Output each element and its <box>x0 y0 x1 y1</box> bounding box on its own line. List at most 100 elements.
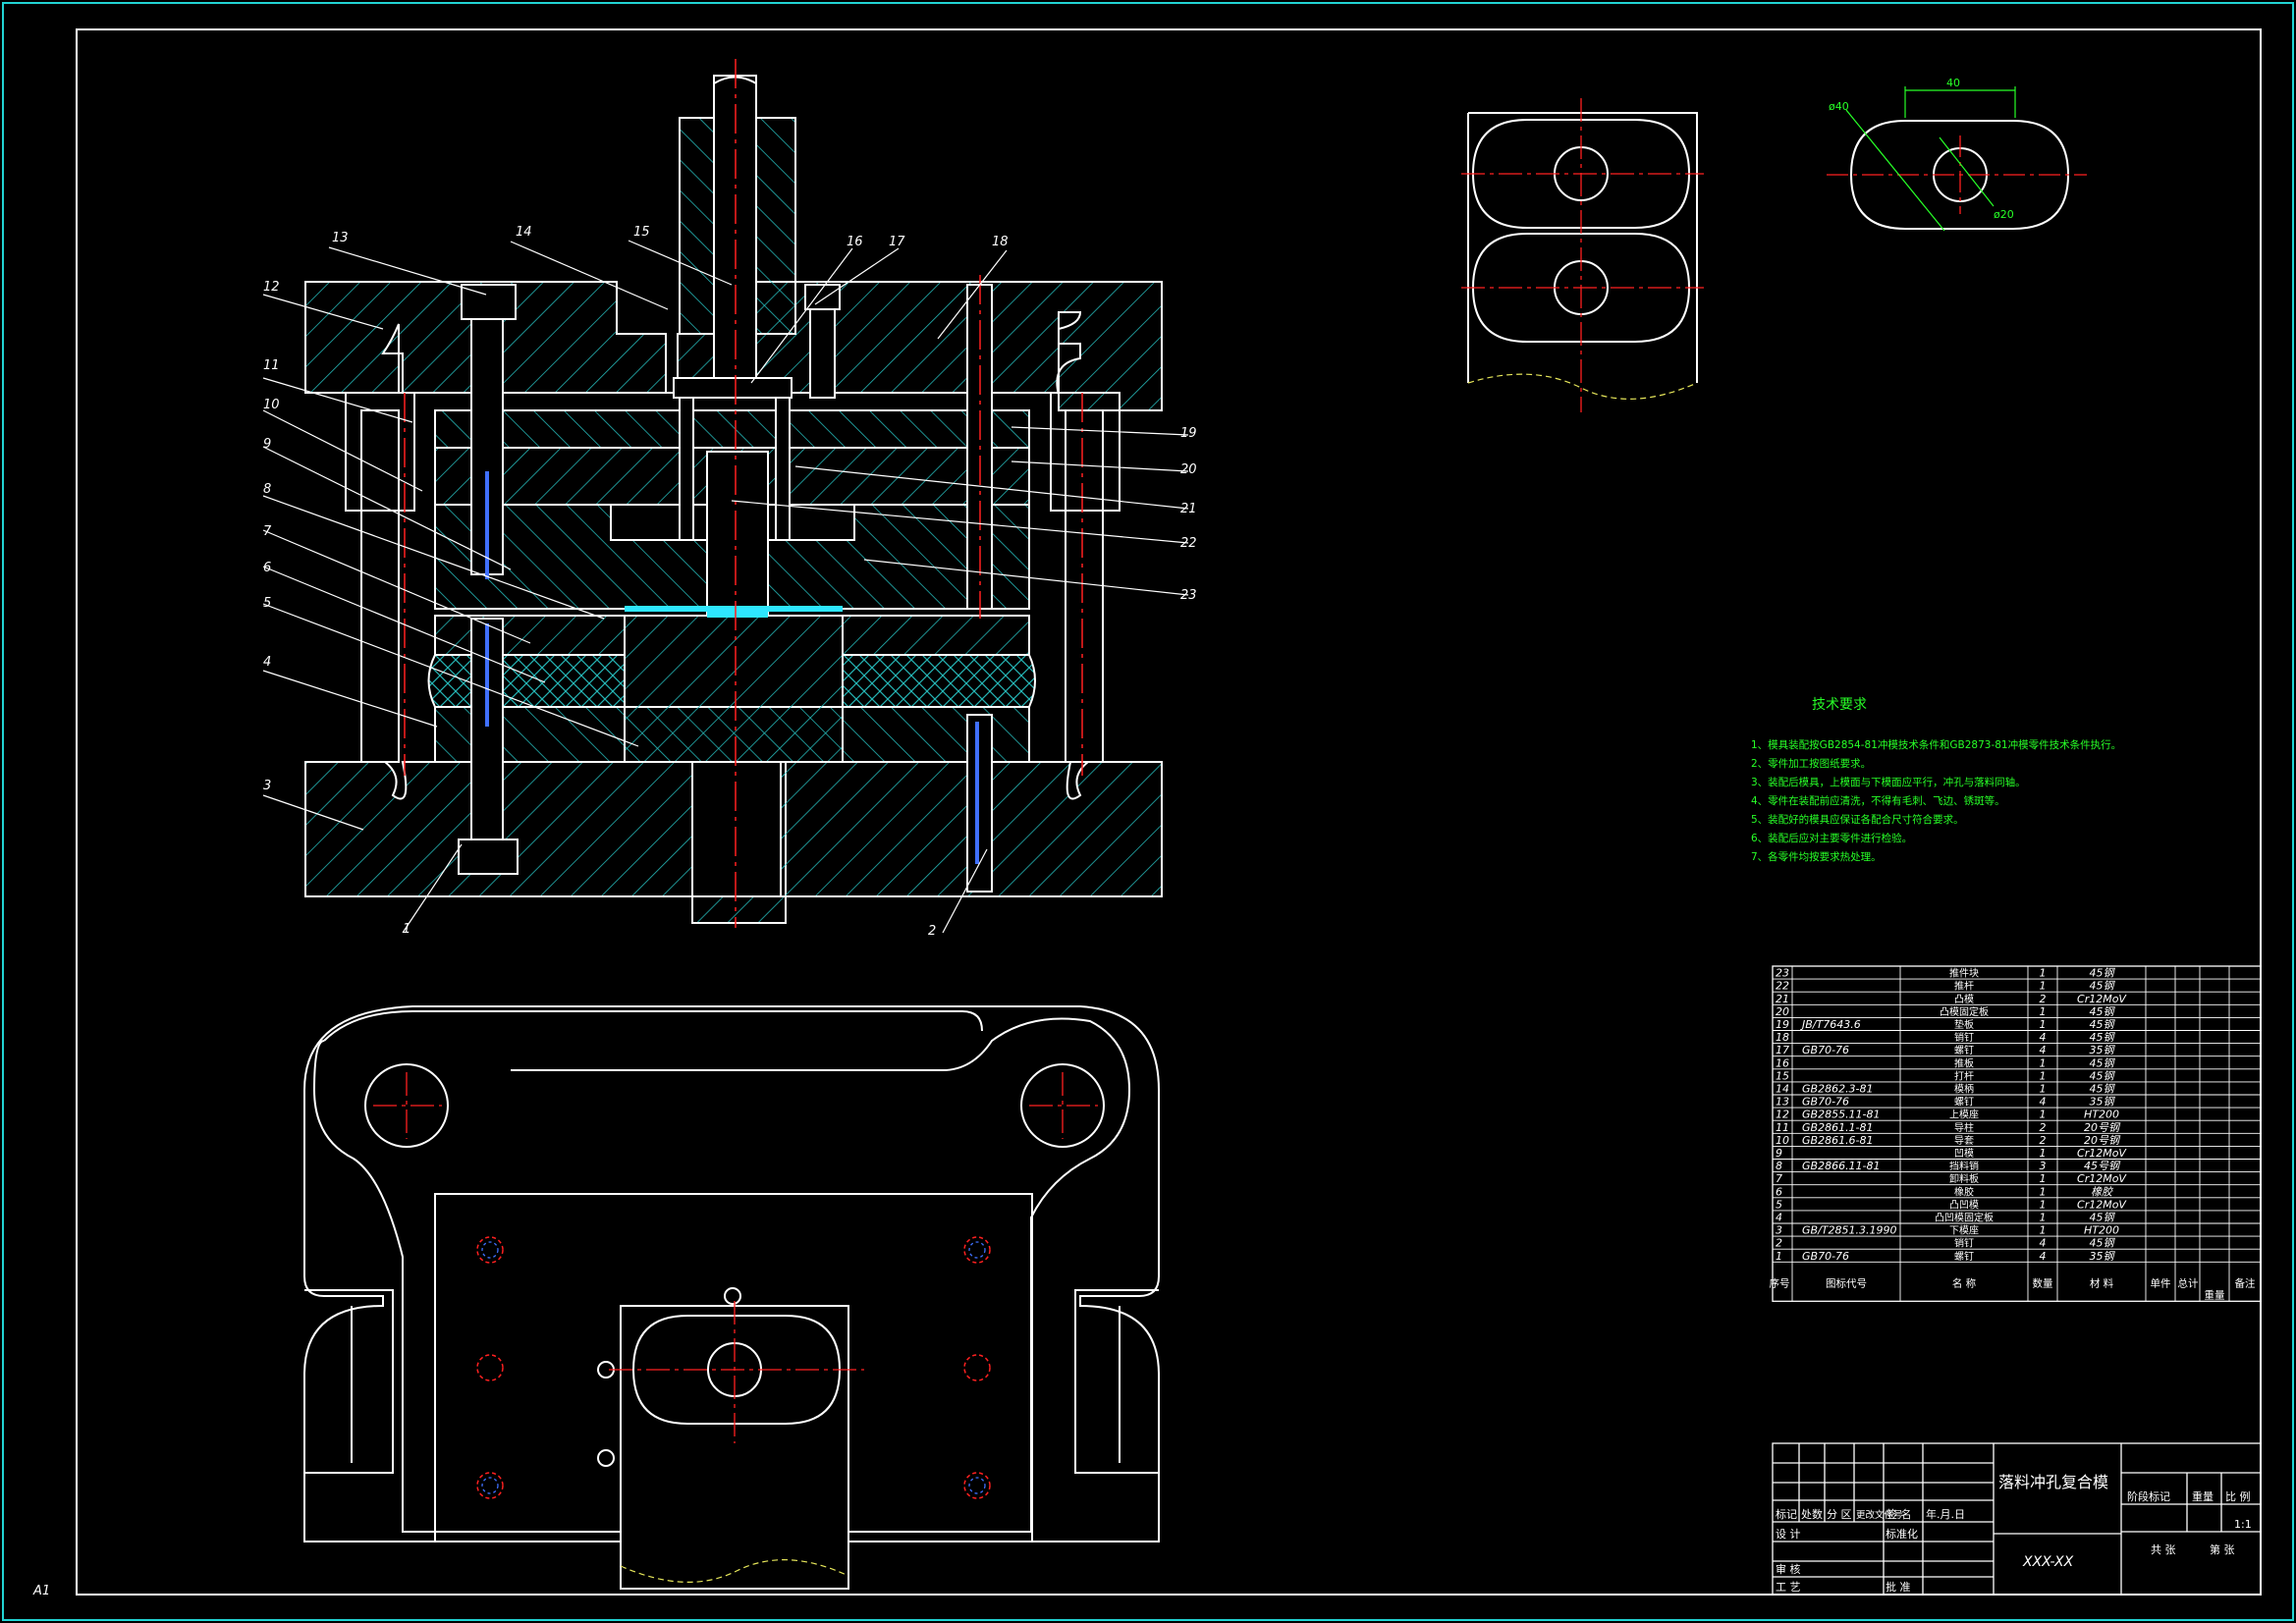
parts-row-material: 45钢 <box>2090 967 2116 980</box>
parts-row-std: GB2861.1-81 <box>1802 1121 1874 1134</box>
parts-row-material: HT200 <box>2084 1224 2119 1237</box>
parts-row-material: Cr12MoV <box>2077 1147 2127 1160</box>
parts-row-name: 销钉 <box>1954 1237 1974 1250</box>
parts-row-material: 橡胶 <box>2091 1185 2114 1198</box>
inner-frame <box>76 28 2262 1596</box>
balloon-2: 2 <box>928 924 936 939</box>
parts-row-qty: 1 <box>2040 1005 2047 1018</box>
guide-bush-right <box>1050 392 1121 512</box>
parts-row-no: 15 <box>1776 1069 1789 1082</box>
plan-centerlines <box>373 1072 1098 1443</box>
tech-req-line: 6、装配后应对主要零件进行检验。 <box>1751 832 1912 844</box>
parts-header-cell: 序号 <box>1770 1276 1790 1289</box>
parts-row-qty: 1 <box>2040 980 2047 993</box>
parts-header-cell: 数量 <box>2033 1276 2054 1289</box>
label-count: 处数 <box>1801 1508 1823 1521</box>
side-slot-right <box>1074 1289 1159 1474</box>
stop-pin-side-2 <box>597 1449 615 1467</box>
balloon-15: 15 <box>633 225 650 240</box>
strip-blank-1 <box>1471 119 1691 229</box>
balloon-23: 23 <box>1180 588 1197 603</box>
parts-row-no: 23 <box>1776 967 1789 980</box>
plan-screw-holes <box>476 1236 991 1499</box>
parts-row-name: 挡料销 <box>1949 1160 1979 1172</box>
parts-row-qty: 2 <box>2040 1134 2047 1147</box>
balloon-13: 13 <box>332 231 349 245</box>
balloon-leaders <box>262 240 1189 934</box>
parts-row-name: 推板 <box>1954 1056 1974 1069</box>
parts-row-std: GB70-76 <box>1802 1250 1849 1263</box>
parts-row-no: 3 <box>1776 1224 1782 1237</box>
parts-row-material: Cr12MoV <box>2077 993 2127 1005</box>
parts-header-cell: 名 称 <box>1952 1276 1977 1289</box>
parts-row-name: 螺钉 <box>1954 1251 1974 1263</box>
parts-row-std: JB/T7643.6 <box>1800 1018 1861 1031</box>
part-dimensions <box>1845 86 2016 232</box>
plan-view <box>303 1005 1160 1590</box>
parts-row-name: 垫板 <box>1954 1018 1974 1031</box>
label-change-doc: 更改文件号 <box>1856 1509 1903 1521</box>
parts-row-name: 凸模固定板 <box>1940 1005 1989 1018</box>
balloon-7: 7 <box>263 524 272 539</box>
balloon-8: 8 <box>263 482 271 497</box>
parts-header-cell: 总计 <box>2178 1276 2200 1289</box>
parts-row-no: 20 <box>1776 1005 1789 1018</box>
parts-row-name: 导套 <box>1954 1134 1974 1147</box>
parts-row-material: 45号钢 <box>2084 1160 2121 1172</box>
parts-row-material: 45钢 <box>2090 1069 2116 1082</box>
parts-header-cell: 图标代号 <box>1826 1277 1867 1289</box>
parts-row-qty: 1 <box>2040 1056 2047 1069</box>
parts-row-material: 20号钢 <box>2084 1134 2121 1147</box>
balloon-3: 3 <box>263 779 271 793</box>
parts-row-material: 35钢 <box>2090 1044 2116 1056</box>
section-view <box>304 75 1163 924</box>
parts-row-material: 35钢 <box>2090 1096 2116 1109</box>
parts-row-qty: 1 <box>2040 1069 2047 1082</box>
sheet-size-label: A1 <box>32 1584 50 1598</box>
label-signature: 签 名 <box>1886 1507 1912 1521</box>
balloon-16: 16 <box>847 235 863 249</box>
parts-row-qty: 1 <box>2040 1224 2047 1237</box>
parts-row-qty: 1 <box>2040 1172 2047 1185</box>
label-design: 设 计 <box>1776 1528 1801 1541</box>
parts-row-name: 推杆 <box>1954 980 1974 993</box>
label-standardize: 标准化 <box>1886 1527 1918 1541</box>
balloon-9: 9 <box>263 437 271 452</box>
parts-row-material: 45钢 <box>2090 1237 2116 1250</box>
parts-header-cell: 单件 <box>2151 1277 2171 1289</box>
dim-outer-dia: ø40 <box>1829 100 1849 113</box>
parts-row-no: 8 <box>1776 1160 1782 1172</box>
tech-req-line: 5、装配好的模具应保证各配合尺寸符合要求。 <box>1751 813 1964 826</box>
blank-shape <box>631 1315 842 1425</box>
rubber-pad <box>427 654 626 708</box>
scale-value: 1:1 <box>2234 1518 2252 1531</box>
parts-row-no: 11 <box>1776 1121 1789 1134</box>
parts-row-material: 45钢 <box>2090 1005 2116 1018</box>
label-review: 审 核 <box>1776 1562 1801 1576</box>
parts-row-qty: 1 <box>2040 967 2047 980</box>
label-sheets-total: 共 张 <box>2151 1543 2176 1556</box>
parts-row-no: 7 <box>1776 1172 1782 1185</box>
parts-row-qty: 1 <box>2040 1212 2047 1224</box>
guide-post-right <box>1065 409 1104 763</box>
dim-width: 40 <box>1946 77 1960 89</box>
dim-inner-dia: ø20 <box>1994 208 2014 221</box>
screw-lower-left <box>458 839 519 875</box>
stripper-plate-right <box>842 615 1030 656</box>
parts-row-no: 2 <box>1776 1237 1782 1250</box>
parts-row-name: 凸凹模 <box>1949 1199 1979 1211</box>
label-ratio: 比 例 <box>2225 1489 2251 1503</box>
parts-row-material: HT200 <box>2084 1109 2119 1121</box>
push-rod-right <box>775 397 791 541</box>
punch-center <box>706 451 769 615</box>
balloon-18: 18 <box>992 235 1009 249</box>
title-block <box>1772 1442 2262 1596</box>
parts-row-material: 35钢 <box>2090 1250 2116 1263</box>
label-mark: 标记 <box>1776 1507 1797 1521</box>
parts-row-name: 螺钉 <box>1954 1045 1974 1056</box>
parts-row-material: Cr12MoV <box>2077 1198 2127 1211</box>
balloon-20: 20 <box>1180 462 1197 477</box>
parts-row-no: 5 <box>1776 1198 1782 1211</box>
parts-row-name: 推件块 <box>1949 967 1979 980</box>
balloon-numbers: 13 14 15 12 11 10 9 8 7 6 5 4 3 1 16 17 … <box>263 225 1197 939</box>
